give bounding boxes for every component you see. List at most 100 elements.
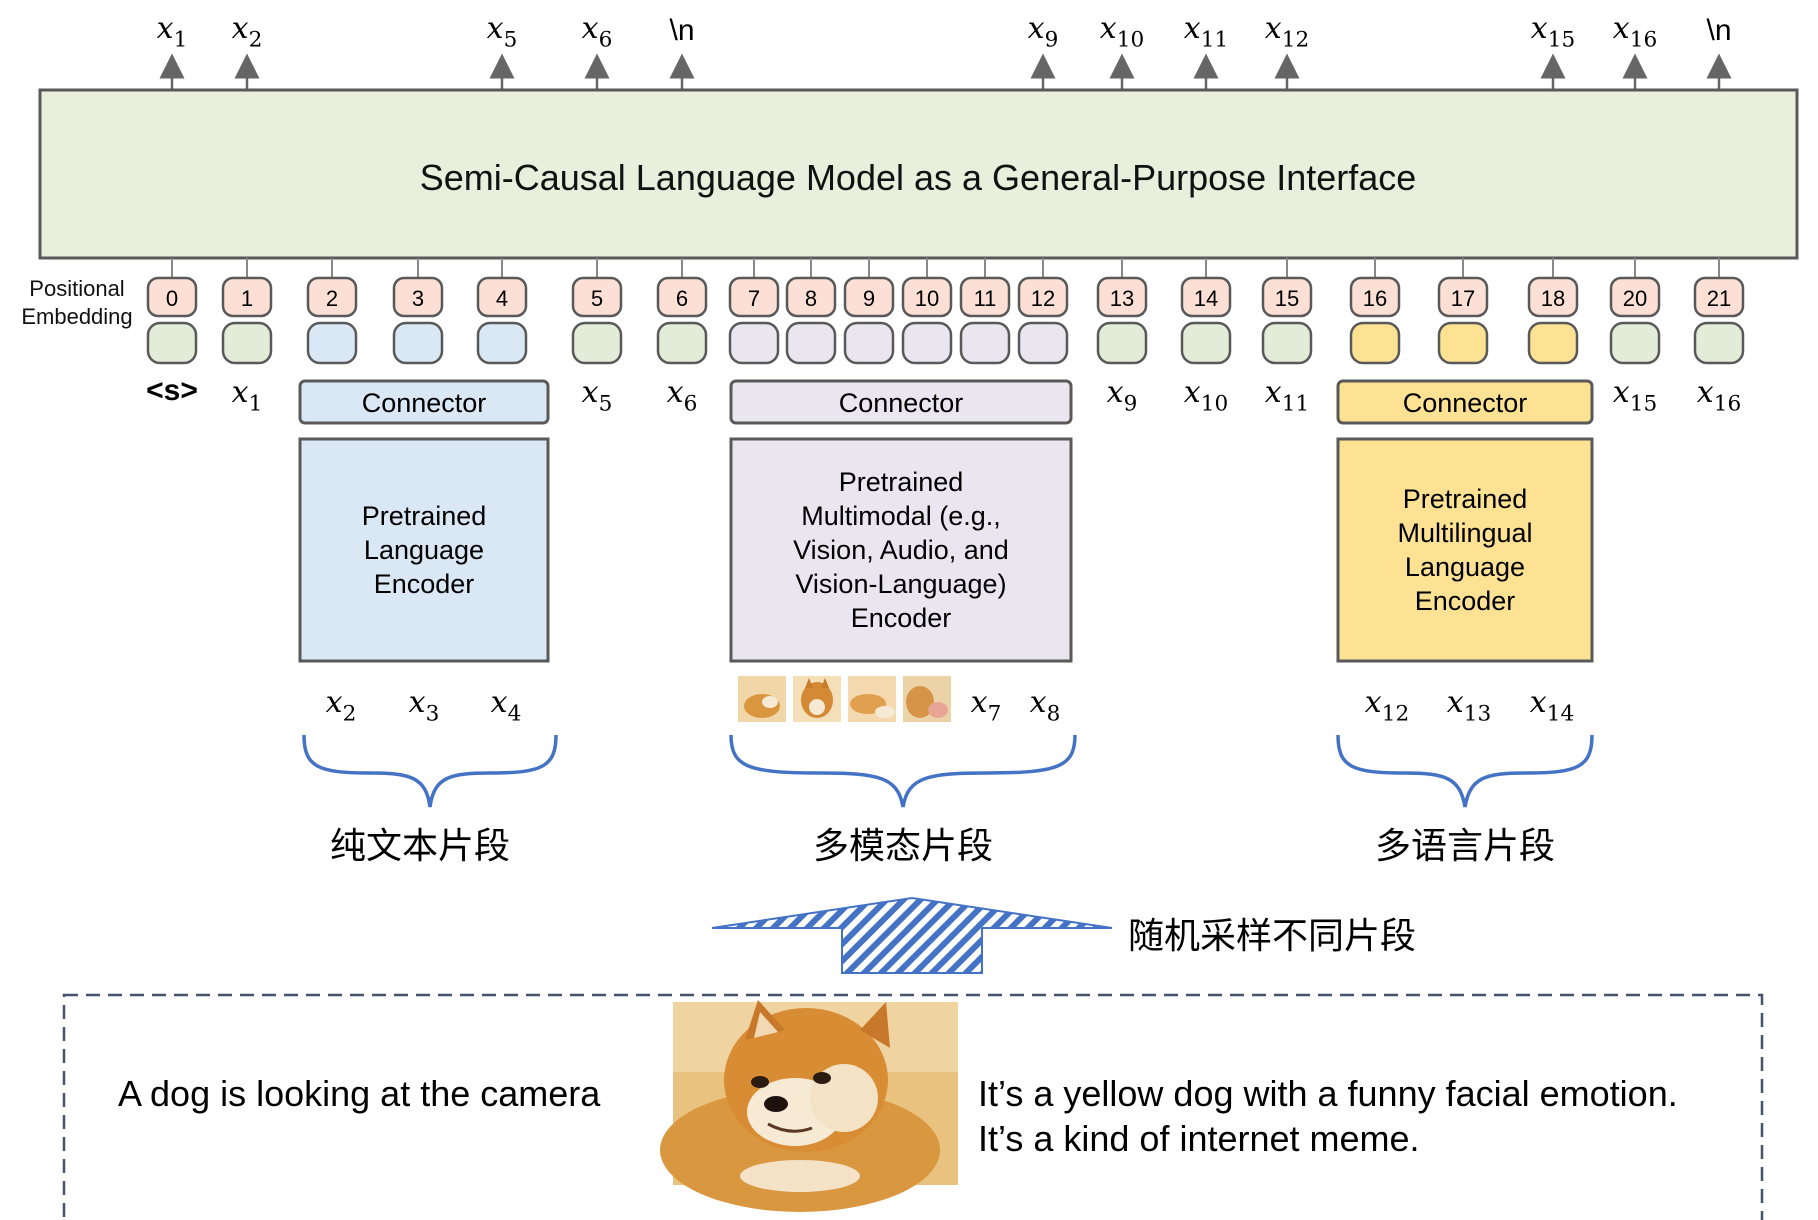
token-label: x9 <box>1107 375 1138 416</box>
token-20: 20 x15 <box>1609 258 1661 416</box>
position-pill <box>1609 276 1661 318</box>
position-number: 11 <box>974 286 997 311</box>
output-token-5: x9 <box>1028 11 1059 90</box>
token-9: 9 <box>843 258 895 365</box>
position-number: 13 <box>1110 286 1134 311</box>
token-embedding-purple <box>785 321 837 365</box>
token-embedding-purple <box>843 321 895 365</box>
token-embedding-green <box>1096 321 1148 365</box>
position-pill <box>843 276 895 318</box>
output-label: x15 <box>1531 11 1575 52</box>
token-embedding-purple <box>959 321 1011 365</box>
position-number: 12 <box>1031 286 1055 311</box>
sampling-label: 随机采样不同片段 <box>1128 915 1416 956</box>
token-4: 4 <box>476 258 528 365</box>
segment-label-multilingual: 多语言片段 <box>1375 825 1555 866</box>
encoder-line: Pretrained <box>1403 484 1528 514</box>
position-pill <box>306 276 358 318</box>
token-embedding-green <box>146 321 198 365</box>
token-embedding-green <box>1609 321 1661 365</box>
token-embedding-yellow <box>1349 321 1401 365</box>
token-label: x15 <box>1613 375 1657 416</box>
position-number: 15 <box>1275 286 1299 311</box>
connector-text: Connector <box>298 379 550 425</box>
document-text-right-line2: It’s a kind of internet meme. <box>978 1118 1420 1159</box>
token-embedding-blue <box>476 321 528 365</box>
token-label: x5 <box>582 375 613 416</box>
token-5: 5x5 <box>571 258 623 416</box>
document-text-right-line1: It’s a yellow dog with a funny facial em… <box>978 1073 1678 1114</box>
token-embedding-purple <box>901 321 953 365</box>
position-number: 14 <box>1194 286 1218 311</box>
encoder-line: Encoder <box>374 569 475 599</box>
output-token-11: \n <box>1706 14 1732 90</box>
output-token-3: x6 <box>582 11 612 90</box>
position-number: 1 <box>241 286 253 311</box>
output-label: x2 <box>232 11 263 52</box>
position-pill <box>1017 276 1069 318</box>
encoder-input-label: x4 <box>491 685 522 726</box>
output-token-4: \n <box>669 14 695 90</box>
output-token-1: x2 <box>232 11 263 90</box>
token-embedding-green <box>1693 321 1745 365</box>
output-label: \n <box>1706 14 1731 47</box>
output-token-7: x11 <box>1184 11 1228 90</box>
token-embedding-blue <box>306 321 358 365</box>
token-label: x1 <box>232 375 263 416</box>
connector-label-multilingual: Connector <box>1403 388 1528 418</box>
model-title: Semi-Causal Language Model as a General-… <box>420 157 1417 198</box>
token-label: <s> <box>146 374 198 407</box>
token-label: x11 <box>1265 375 1309 416</box>
token-label: x6 <box>667 375 698 416</box>
segment-label-text: 纯文本片段 <box>330 825 510 866</box>
position-number: 3 <box>412 286 424 311</box>
brace-multilingual <box>1336 734 1594 808</box>
position-number: 2 <box>326 286 338 311</box>
position-pill <box>1437 276 1489 318</box>
position-number: 17 <box>1451 286 1475 311</box>
image-patches <box>738 676 951 722</box>
document-box <box>62 993 1764 1220</box>
position-pill <box>959 276 1011 318</box>
connector-label-text: Connector <box>362 388 487 418</box>
position-number: 7 <box>748 286 760 311</box>
encoder-box-multilingual <box>1336 437 1594 663</box>
output-token-9: x15 <box>1531 11 1575 90</box>
token-3: 3 <box>392 258 444 365</box>
output-label: x1 <box>157 11 188 52</box>
document-text-left: A dog is looking at the camera <box>118 1073 601 1114</box>
position-pill <box>1261 276 1313 318</box>
output-label: x9 <box>1028 11 1059 52</box>
position-number: 20 <box>1623 286 1647 311</box>
encoder-input-label: x3 <box>409 685 440 726</box>
position-number: 10 <box>915 286 939 311</box>
token-10: 10 <box>901 258 953 365</box>
token-13: 13 x9 <box>1096 258 1148 416</box>
encoder-line: Encoder <box>1415 586 1516 616</box>
position-pill <box>221 276 273 318</box>
encoder-line: Pretrained <box>839 467 964 497</box>
encoder-input-label: x12 <box>1365 685 1409 726</box>
connector-box-text <box>298 379 550 425</box>
image-patch-1 <box>738 676 786 722</box>
token-6: 6x6 <box>656 258 708 416</box>
output-label: x12 <box>1265 11 1309 52</box>
token-7: 7 <box>728 258 780 365</box>
connector-label-multimodal: Connector <box>839 388 964 418</box>
position-pill <box>1349 276 1401 318</box>
encoder-input-label: x7 <box>971 685 1002 726</box>
position-pill <box>728 276 780 318</box>
brace-multimodal <box>729 734 1077 808</box>
language-model-box <box>38 88 1799 260</box>
token-embedding-yellow <box>1527 321 1579 365</box>
encoder-input-label: x8 <box>1030 685 1061 726</box>
encoder-line: Pretrained <box>362 501 487 531</box>
token-embedding-blue <box>392 321 444 365</box>
token-2: 2 <box>306 258 358 365</box>
token-embedding-green <box>571 321 623 365</box>
token-12: 12 <box>1017 258 1069 365</box>
